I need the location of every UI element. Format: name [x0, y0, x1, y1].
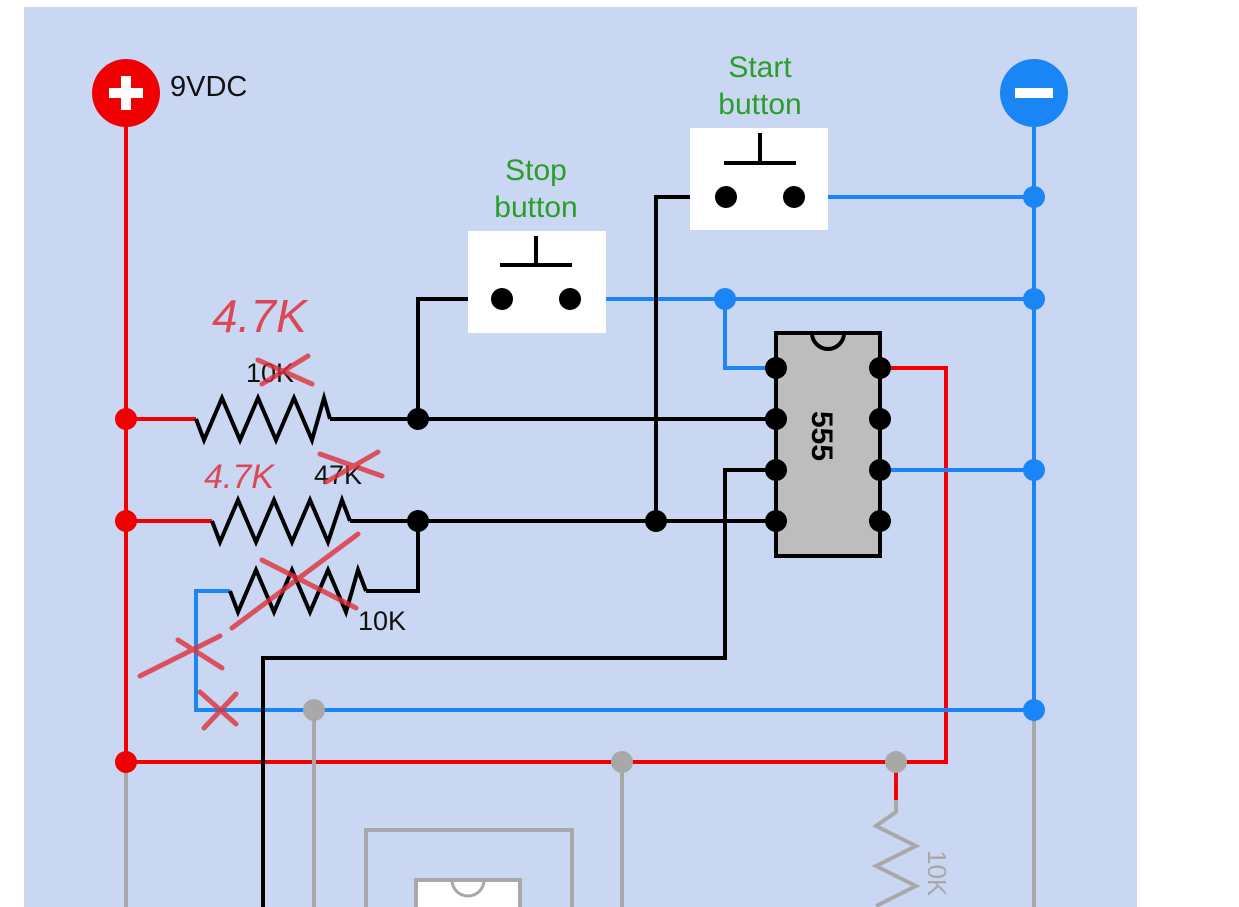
start-button-label-line1: Start	[728, 51, 792, 84]
junctions	[115, 186, 1045, 773]
minus-circle-icon	[1000, 59, 1068, 127]
handwritten-r2-value: 4.7K	[204, 458, 275, 496]
x-mark-icon	[137, 353, 385, 731]
schematic-board	[24, 7, 1137, 907]
start-button[interactable]	[690, 128, 828, 230]
plus-circle-icon	[92, 59, 160, 127]
inactive-wires	[124, 710, 1036, 907]
start-button-label-line2: button	[718, 88, 801, 121]
resistor-r3-printed-value: 10K	[358, 606, 406, 636]
handwritten-r1-value: 4.7K	[212, 290, 309, 342]
ic-555: 555	[765, 331, 891, 558]
voltage-label: 9VDC	[170, 71, 247, 103]
resistor-r1	[194, 390, 332, 446]
faded-ic-notch	[450, 879, 486, 898]
ic-label: 555	[805, 411, 838, 461]
ic-pins	[765, 357, 891, 532]
stop-button[interactable]	[468, 231, 606, 333]
faded-ic-outline	[414, 878, 522, 907]
stop-button-label-line2: button	[494, 191, 577, 224]
stop-button-label-line1: Stop	[505, 154, 567, 187]
resistor-r2	[210, 494, 352, 548]
resistors	[194, 390, 368, 618]
resistor-r4-printed-value: 10K	[922, 850, 952, 897]
resistor-r3	[228, 563, 368, 618]
